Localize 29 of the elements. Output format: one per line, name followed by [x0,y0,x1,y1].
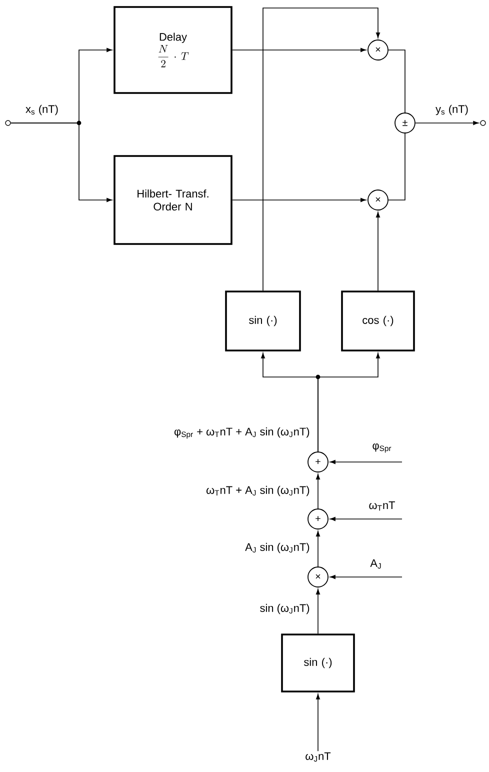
arrow [316,474,320,509]
arrow [262,8,380,291]
delay-box: Delay $\frac{N}{2} \cdot T$ [114,6,232,94]
function-box: sin (·) [225,290,301,352]
arrow [330,517,402,521]
filter-box: Hilbert- Transf. Order N [114,155,232,245]
arrow [316,588,320,634]
edge-label: A$_{J}$ sin (ω$_{J}$nT) [245,542,310,554]
function-box: sin (·) [281,634,355,692]
arrow [316,694,320,752]
arrow [330,575,402,579]
signal-label: y$_{s}$ (nT) [436,104,468,116]
edge-label: A$_{J}$ [370,559,381,569]
signal-label: x$_{s}$ (nT) [26,104,58,116]
arrow [232,48,366,52]
edge-label: φ$_{Spr}$ [372,443,392,453]
arrow [316,530,320,567]
arrow [318,352,380,452]
edge-label: sin (ω$_{J}$nT) [260,604,310,614]
edge-label: ω$_{T}$nT + A$_{J}$ sin (ω$_{J}$nT) [206,486,310,496]
arrow [330,460,402,464]
input-label: ω$_{J}$nT [306,752,331,762]
edge-label: ω$_{T}$nT [369,501,395,511]
function-box: cos (·) [341,290,415,352]
edge-label: φ$_{Spr}$ + ω$_{T}$nT + A$_{J}$ sin (ω$_{J}$nT) [174,427,310,439]
arrow [10,122,112,202]
arrow [232,198,366,202]
arrow [376,212,380,291]
arrow [415,121,479,125]
